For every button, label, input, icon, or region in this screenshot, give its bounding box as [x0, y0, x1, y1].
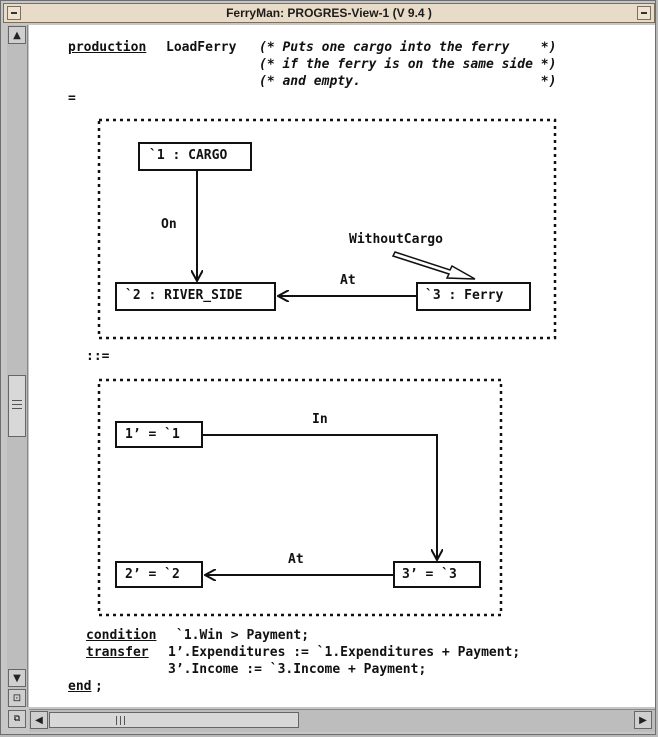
scroll-left-button[interactable]: ◀: [30, 711, 48, 729]
node-2-box: [115, 561, 203, 588]
node-river-side-box: [115, 282, 276, 311]
edge-on-label: On: [161, 217, 177, 232]
window-menu-button[interactable]: [7, 6, 21, 20]
transfer-line-1: 1’.Expenditures := `1.Expenditures + Pay…: [168, 645, 521, 660]
equals-sign: =: [68, 91, 76, 106]
node-3: 3’ = `3: [402, 567, 457, 582]
node-ferry: `3 : Ferry: [425, 288, 503, 303]
scroll-down-button[interactable]: ▼: [8, 669, 26, 687]
end-semicolon: ;: [95, 679, 103, 694]
vertical-scrollbar[interactable]: ▲ ▼ ⊡: [7, 25, 28, 707]
arrow-left-icon: ◀: [35, 714, 43, 726]
edge-in-label: In: [312, 412, 328, 427]
comment-line-1: (* Puts one cargo into the ferry *): [259, 40, 557, 55]
horizontal-scrollbar[interactable]: ◀ ▶: [29, 709, 655, 732]
node-cargo: `1 : CARGO: [149, 148, 227, 163]
scroll-right-button[interactable]: ▶: [634, 711, 652, 729]
corner-button[interactable]: ⧉: [8, 710, 26, 728]
node-river-side: `2 : RIVER_SIDE: [125, 288, 242, 303]
scroll-up-button[interactable]: ▲: [8, 26, 26, 44]
transfer-keyword: transfer: [86, 645, 149, 660]
resize-icon: ⧉: [13, 714, 21, 724]
transfer-line-2: 3’.Income := `3.Income + Payment;: [168, 662, 427, 677]
arrow-right-icon: ▶: [639, 714, 647, 726]
node-cargo-box: [138, 142, 252, 171]
edge-in: [202, 434, 437, 560]
comment-line-2: (* if the ferry is on the same side *): [259, 57, 557, 72]
minimize-icon: [641, 12, 647, 14]
without-cargo-label: WithoutCargo: [349, 232, 443, 247]
graph-diagrams: `1 : CARGO `2 : RIVER_SIDE `3 : Ferry On…: [97, 118, 557, 617]
zoom-icon: ⊡: [12, 692, 22, 704]
end-keyword: end: [68, 679, 92, 694]
arrow-up-icon: ▲: [13, 29, 21, 41]
rewrite-operator: ::=: [86, 349, 110, 364]
edge-at-label: At: [340, 273, 356, 288]
node-2: 2’ = `2: [125, 567, 180, 582]
title-bar[interactable]: FerryMan: PROGRES-View-1 (V 9.4 ): [3, 3, 655, 23]
without-cargo-arrow: [391, 251, 476, 280]
left-graph-frame: [97, 118, 557, 340]
production-keyword: production: [68, 40, 147, 55]
code-view[interactable]: production LoadFerry (* Puts one cargo i…: [29, 25, 655, 707]
production-name: LoadFerry: [166, 40, 237, 55]
arrow-down-icon: ▼: [13, 672, 21, 684]
window-title: FerryMan: PROGRES-View-1 (V 9.4 ): [226, 6, 432, 20]
edge-at-right-label: At: [288, 552, 304, 567]
comment-line-3: (* and empty. *): [259, 74, 557, 89]
vertical-scroll-thumb[interactable]: [8, 375, 26, 437]
condition-expression: `1.Win > Payment;: [176, 628, 310, 643]
zoom-button[interactable]: ⊡: [8, 689, 26, 707]
menu-icon: [11, 12, 17, 14]
node-1: 1’ = `1: [125, 427, 180, 442]
horizontal-scroll-thumb[interactable]: [49, 712, 299, 728]
condition-keyword: condition: [86, 628, 157, 643]
window-close-button[interactable]: [637, 6, 651, 20]
right-graph-frame: [97, 378, 503, 617]
